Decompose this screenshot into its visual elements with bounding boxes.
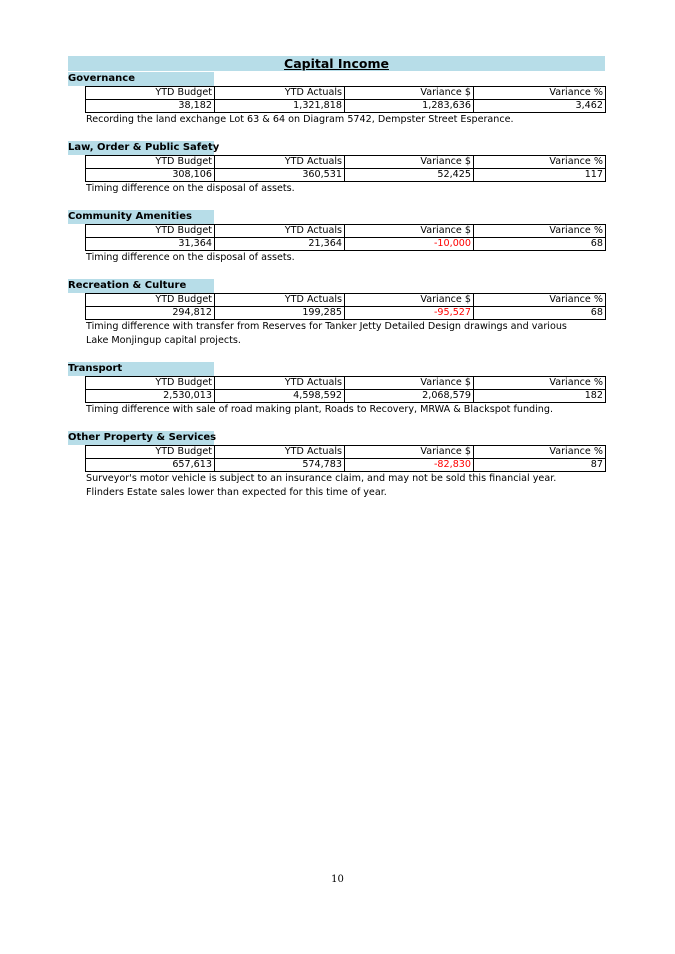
column-header: YTD Budget — [85, 376, 215, 390]
table-cell: 574,783 — [214, 458, 345, 472]
section-heading: Community Amenities — [68, 210, 214, 224]
table-cell: 308,106 — [85, 168, 215, 182]
section-note: Flinders Estate sales lower than expecte… — [86, 487, 387, 498]
table-cell: -10,000 — [344, 237, 474, 251]
section-note: Timing difference on the disposal of ass… — [86, 252, 295, 263]
column-header: Variance $ — [344, 224, 474, 238]
report-title-bar: Capital Income — [68, 56, 605, 71]
section-note: Timing difference on the disposal of ass… — [86, 183, 295, 194]
section-heading: Other Property & Services — [68, 431, 217, 445]
table-cell: 182 — [473, 389, 606, 403]
column-header: YTD Actuals — [214, 376, 345, 390]
section-note: Lake Monjingup capital projects. — [86, 335, 241, 346]
table-cell: 1,283,636 — [344, 99, 474, 113]
column-header: YTD Actuals — [214, 155, 345, 169]
column-header: Variance $ — [344, 293, 474, 307]
section-heading: Law, Order & Public Safety — [68, 141, 220, 155]
column-header: YTD Actuals — [214, 224, 345, 238]
table-cell: 294,812 — [85, 306, 215, 320]
section-note: Timing difference with transfer from Res… — [86, 321, 567, 332]
table-cell: -82,830 — [344, 458, 474, 472]
table-cell: 68 — [473, 237, 606, 251]
table-cell: 2,068,579 — [344, 389, 474, 403]
page-number: 10 — [331, 874, 344, 885]
section-note: Timing difference with sale of road maki… — [86, 404, 554, 415]
section-note: Surveyor's motor vehicle is subject to a… — [86, 473, 557, 484]
column-header: Variance $ — [344, 445, 474, 459]
column-header: YTD Actuals — [214, 445, 345, 459]
table-cell: 657,613 — [85, 458, 215, 472]
column-header: YTD Budget — [85, 86, 215, 100]
column-header: YTD Actuals — [214, 293, 345, 307]
column-header: YTD Budget — [85, 224, 215, 238]
section-heading: Governance — [68, 72, 214, 86]
column-header: YTD Actuals — [214, 86, 345, 100]
column-header: Variance $ — [344, 86, 474, 100]
section-note: Recording the land exchange Lot 63 & 64 … — [86, 114, 514, 125]
report-title: Capital Income — [284, 56, 389, 71]
column-header: Variance $ — [344, 155, 474, 169]
column-header: Variance % — [473, 155, 606, 169]
column-header: Variance $ — [344, 376, 474, 390]
table-cell: 68 — [473, 306, 606, 320]
table-cell: 21,364 — [214, 237, 345, 251]
table-cell: 360,531 — [214, 168, 345, 182]
column-header: Variance % — [473, 376, 606, 390]
column-header: YTD Budget — [85, 155, 215, 169]
table-cell: 38,182 — [85, 99, 215, 113]
table-cell: 3,462 — [473, 99, 606, 113]
column-header: YTD Budget — [85, 445, 215, 459]
column-header: Variance % — [473, 293, 606, 307]
section-heading: Recreation & Culture — [68, 279, 214, 293]
table-cell: 199,285 — [214, 306, 345, 320]
table-cell: 87 — [473, 458, 606, 472]
table-cell: 1,321,818 — [214, 99, 345, 113]
table-cell: 2,530,013 — [85, 389, 215, 403]
table-cell: 117 — [473, 168, 606, 182]
table-cell: -95,527 — [344, 306, 474, 320]
column-header: YTD Budget — [85, 293, 215, 307]
table-cell: 31,364 — [85, 237, 215, 251]
section-heading: Transport — [68, 362, 214, 376]
column-header: Variance % — [473, 86, 606, 100]
column-header: Variance % — [473, 224, 606, 238]
table-cell: 52,425 — [344, 168, 474, 182]
column-header: Variance % — [473, 445, 606, 459]
table-cell: 4,598,592 — [214, 389, 345, 403]
